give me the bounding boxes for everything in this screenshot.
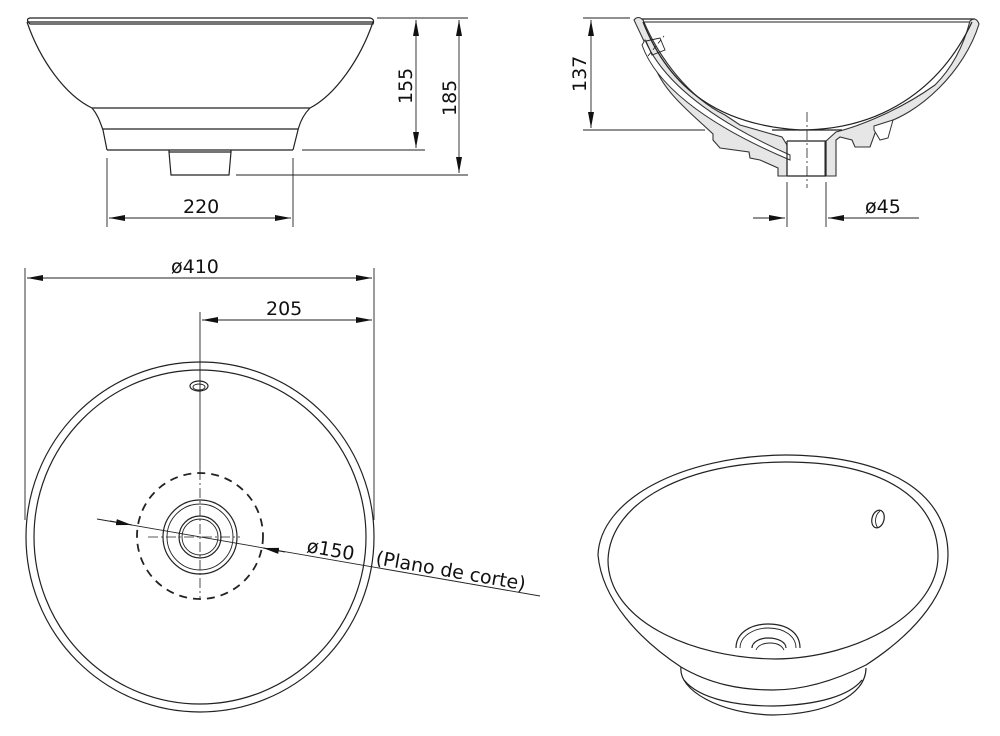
iso-outer-bowl [597, 454, 949, 691]
dim-155-label: 155 [395, 68, 417, 104]
iso-drain-outer [735, 623, 801, 649]
bowl-left-profile [26, 21, 108, 151]
cut-plane-line [96, 518, 541, 597]
iso-drain-inner [751, 637, 787, 649]
side-elevation-view: 155 185 220 [26, 17, 468, 227]
drain-outlet [168, 150, 232, 176]
dim-185-label: 185 [439, 80, 461, 116]
plan-view: ø150 (Plano de corte) ø410 205 [24, 256, 541, 713]
overflow-hole [189, 380, 209, 392]
bowl-right-profile [292, 21, 374, 151]
overflow-channel [641, 38, 791, 161]
section-view: 137 ø45 [569, 16, 980, 227]
dim-45-label: ø45 [865, 196, 901, 218]
isometric-view [597, 454, 949, 716]
section-right-wall [824, 18, 980, 177]
section-drain-bore [786, 140, 827, 177]
section-right-cavity [873, 119, 894, 141]
section-left-wall [633, 16, 788, 177]
dim-220-label: 220 [183, 196, 219, 218]
rim-outline [26, 17, 375, 25]
dim-410-label: ø410 [171, 256, 219, 278]
dim-137-label: 137 [569, 56, 591, 92]
iso-inner-rim [607, 461, 939, 660]
iso-overflow-hole [871, 509, 885, 529]
cut-plane-label: (Plano de corte) [374, 547, 527, 595]
dim-205-label: 205 [266, 298, 302, 320]
dim-150-label: ø150 [305, 535, 356, 565]
iso-foot-bottom [680, 666, 867, 716]
